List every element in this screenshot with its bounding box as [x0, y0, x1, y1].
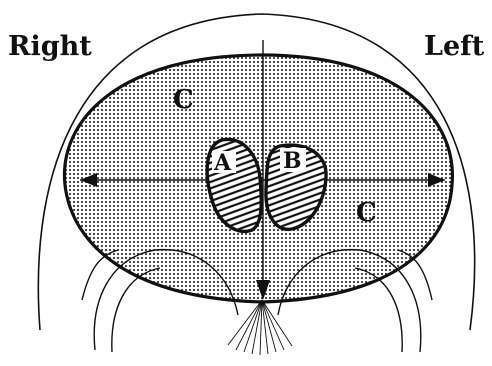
fiber-lines	[228, 300, 292, 355]
side-label-left: Left	[424, 33, 484, 60]
side-label-right: Right	[8, 33, 92, 60]
label-region-c-lower: C	[356, 198, 377, 228]
label-region-b: B	[283, 148, 302, 174]
label-region-c-upper: C	[173, 85, 194, 115]
label-region-a: A	[213, 150, 232, 176]
